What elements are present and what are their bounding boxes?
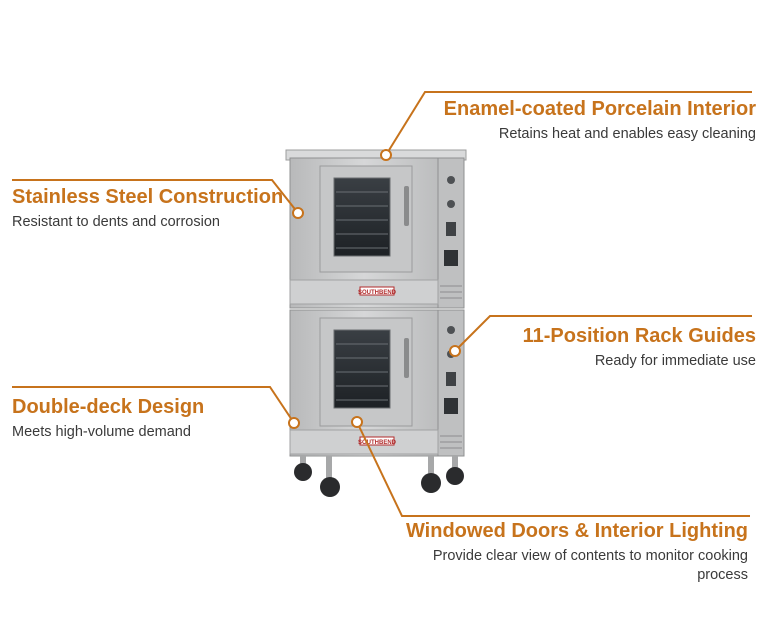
- callout-title: Double-deck Design: [12, 396, 205, 418]
- callout-enamel-interior: Enamel-coated Porcelain Interior Retains…: [444, 98, 756, 144]
- lower-deck: SOUTHBEND: [289, 309, 465, 457]
- callout-dot-icon: [449, 345, 461, 357]
- upper-knob-icon: [447, 176, 455, 184]
- lower-door-window: [333, 329, 391, 409]
- callout-title: 11-Position Rack Guides: [522, 325, 756, 347]
- callout-title: Windowed Doors & Interior Lighting: [405, 520, 748, 542]
- caster-wheel-icon: [421, 473, 441, 493]
- lower-door-handle: [404, 338, 409, 378]
- upper-door-window: [333, 177, 391, 257]
- callout-rack-guides: 11-Position Rack Guides Ready for immedi…: [523, 325, 756, 371]
- callout-double-deck: Double-deck Design Meets high-volume dem…: [12, 396, 204, 442]
- callout-description: Resistant to dents and corrosion: [12, 214, 220, 230]
- caster-wheel-icon: [446, 467, 464, 485]
- upper-brand-plate: [359, 286, 395, 296]
- lower-brand-plate: [359, 436, 395, 446]
- callout-dot-icon: [288, 417, 300, 429]
- caster-wheel-icon: [320, 477, 340, 497]
- upper-knob-icon: [447, 200, 455, 208]
- lower-brand-logo: SOUTHBEND: [358, 440, 397, 446]
- lower-knob-icon: [447, 326, 455, 334]
- callout-stainless-steel: Stainless Steel Construction Resistant t…: [12, 186, 283, 232]
- callout-title: Stainless Steel Construction: [12, 186, 284, 208]
- callout-windowed-doors: Windowed Doors & Interior Lighting Provi…: [406, 520, 748, 585]
- caster-stand: [294, 456, 464, 497]
- callout-description: Meets high-volume demand: [12, 424, 191, 440]
- upper-deck: SOUTHBEND: [289, 157, 465, 309]
- upper-display-icon: [444, 250, 458, 266]
- leader-lines: [12, 91, 752, 517]
- callout-title: Enamel-coated Porcelain Interior: [443, 98, 756, 120]
- upper-door-handle: [404, 186, 409, 226]
- callout-dot-icon: [351, 416, 363, 428]
- lower-switch-icon: [446, 372, 456, 386]
- callout-description: Retains heat and enables easy cleaning: [498, 126, 756, 142]
- callout-description: Provide clear view of contents to monito…: [432, 548, 748, 583]
- callout-dot-icon: [380, 149, 392, 161]
- upper-switch-icon: [446, 222, 456, 236]
- lower-display-icon: [444, 398, 458, 414]
- upper-brand-logo: SOUTHBEND: [358, 290, 397, 296]
- callout-description: Ready for immediate use: [594, 353, 756, 369]
- caster-wheel-icon: [294, 463, 312, 481]
- callout-dot-icon: [292, 207, 304, 219]
